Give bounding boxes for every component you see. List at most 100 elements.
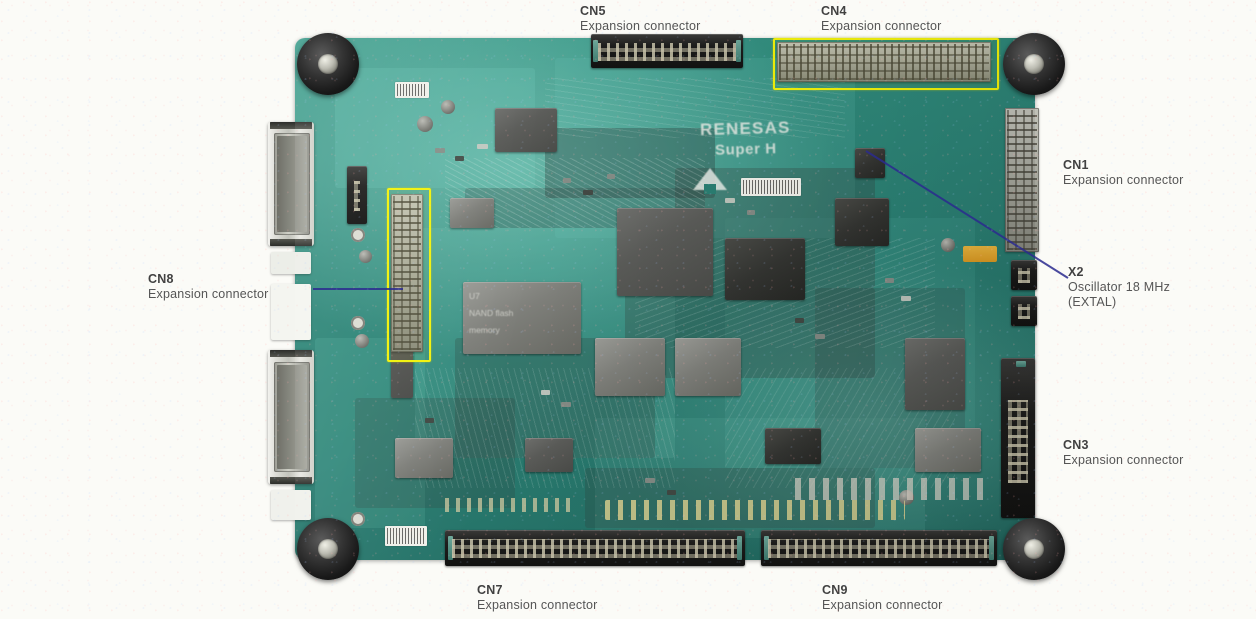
connector-cn8[interactable] [391,194,423,352]
left-edge-block [271,284,311,340]
callout-cn3-subtitle: Expansion connector [1063,453,1184,467]
pad-row [605,500,905,520]
pad-row [445,498,575,512]
smd-part [477,144,488,149]
callout-cn7: CN7 Expansion connector [477,583,598,613]
nand-flash-line2: memory [469,325,500,335]
callout-cn3: CN3 Expansion connector [1063,438,1184,468]
smd-part [583,190,593,195]
smd-part [795,318,804,323]
capacitor [359,250,372,263]
connector-cn5[interactable] [591,34,743,68]
capacitor [441,100,455,114]
capacitor [417,116,433,132]
ethernet-ic [905,338,965,410]
smd-part [607,174,615,179]
callout-cn5: CN5 Expansion connector [580,4,701,34]
serial-connector-lower[interactable] [268,350,314,484]
orange-highlight [963,246,997,262]
capacitor [355,334,369,348]
callout-x2: X2 Oscillator 18 MHz (EXTAL) [1068,265,1170,310]
smd-part [747,210,755,215]
serial-connector-upper[interactable] [268,122,314,246]
mounting-hole [351,316,365,330]
nand-flash-ic: U7 NAND flash memory [463,282,581,354]
renesas-logo-mark [693,168,727,190]
standoff-foot-top-right [1003,33,1065,95]
callout-cn5-title: CN5 [580,4,606,18]
mounting-hole [351,228,365,242]
smd-part [725,198,735,203]
logic-ic [915,428,981,472]
highlight-cn4 [773,38,999,90]
standoff-foot-top-left [297,33,359,95]
label-sticker [741,178,801,196]
connector-cn9[interactable] [761,530,997,566]
logic-ic [450,198,494,228]
memory-ic [725,238,805,300]
leader-line-cn8 [313,288,403,290]
logic-ic [765,428,821,464]
smd-part [815,334,825,339]
smd-part [885,278,894,283]
connector-right-small[interactable] [1011,260,1037,290]
callout-x2-subtitle: Oscillator 18 MHz [1068,280,1171,294]
pad-row [795,478,985,500]
left-edge-block [271,490,311,520]
mounting-hole [351,512,365,526]
oscillator-x2 [855,148,885,178]
logic-ic [835,198,889,246]
nand-flash-line1: NAND flash [469,308,514,318]
smd-part [563,178,571,183]
callout-cn4-subtitle: Expansion connector [821,19,942,33]
connector-right-small[interactable] [1011,296,1037,326]
callout-cn1-subtitle: Expansion connector [1063,173,1184,187]
callout-cn9-subtitle: Expansion connector [822,598,943,612]
main-processor-ic [617,208,713,296]
smd-part [561,402,571,407]
renesas-logo-cut [704,184,716,194]
callout-cn1: CN1 Expansion connector [1063,158,1184,188]
callout-cn1-title: CN1 [1063,158,1089,172]
smd-part [455,156,464,161]
callout-cn9-title: CN9 [822,583,848,597]
callout-cn4-title: CN4 [821,4,847,18]
connector-left-small[interactable] [347,166,367,224]
callout-cn9: CN9 Expansion connector [822,583,943,613]
pcb-board: RENESAS Super H U7 NAND flash memory [268,34,1039,566]
driver-ic [395,438,453,478]
silkscreen-brand: RENESAS [699,117,791,140]
connector-cn1[interactable] [1005,108,1039,252]
callout-cn4: CN4 Expansion connector [821,4,942,34]
barcode-sticker [385,526,427,546]
callout-cn5-subtitle: Expansion connector [580,19,701,33]
connector-cn7[interactable] [445,530,745,566]
sdram-ic [675,338,741,396]
callout-cn3-title: CN3 [1063,438,1089,452]
logic-ic [495,108,557,152]
silkscreen-family: Super H [714,140,777,159]
nand-flash-ref: U7 [469,291,480,301]
smd-part [645,478,655,483]
smd-part [435,148,445,153]
callout-x2-title: X2 [1068,265,1084,279]
callout-cn8: CN8 Expansion connector [148,272,269,302]
callout-cn7-title: CN7 [477,583,503,597]
smd-part [901,296,911,301]
sdram-ic [595,338,665,396]
standoff-foot-bottom-right [1003,518,1065,580]
capacitor [941,238,955,252]
callout-cn8-title: CN8 [148,272,174,286]
barcode-sticker [395,82,429,98]
callout-x2-subtitle2: (EXTAL) [1068,295,1117,309]
connector-cn3[interactable] [1001,358,1035,518]
logic-ic [525,438,573,472]
smd-part [667,490,676,495]
connector-cn4[interactable] [777,42,991,82]
callout-cn7-subtitle: Expansion connector [477,598,598,612]
smd-part [541,390,550,395]
smd-part [425,418,434,423]
callout-cn8-subtitle: Expansion connector [148,287,269,301]
highlight-cn8 [387,188,431,362]
